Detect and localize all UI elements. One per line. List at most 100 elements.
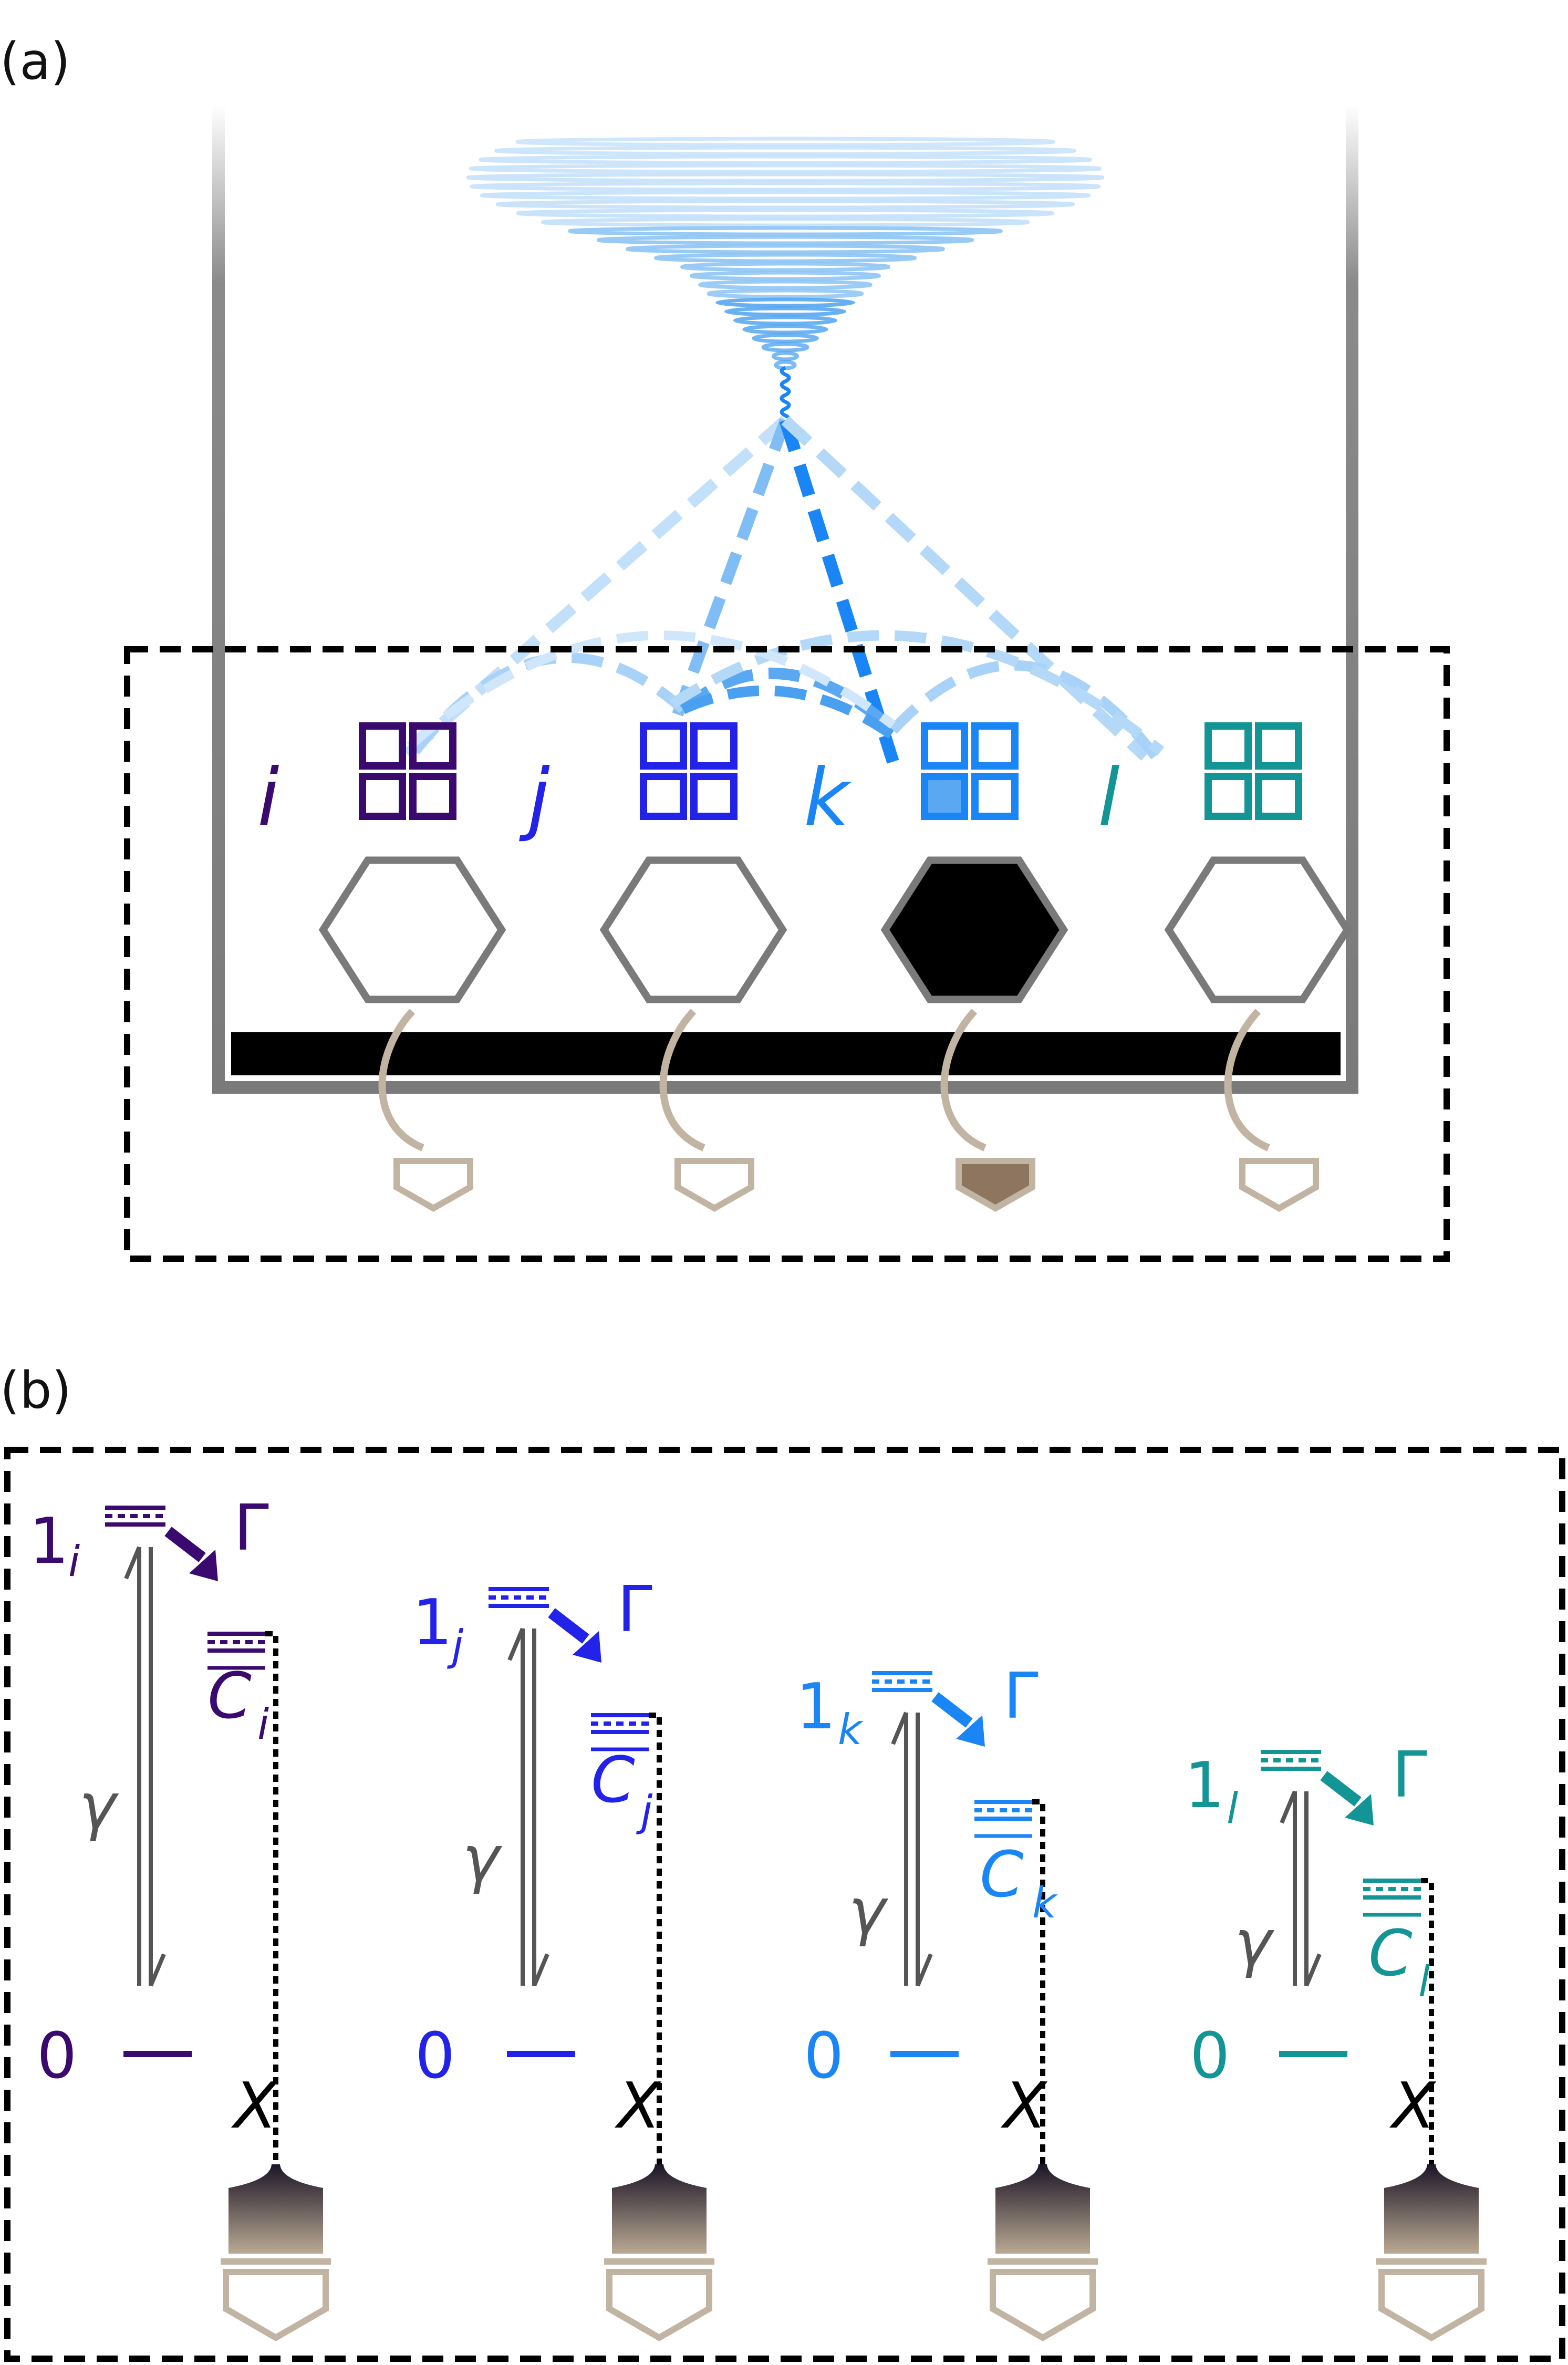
molecule-hexagon (880, 856, 1068, 1003)
emitter-cell (1255, 722, 1302, 770)
emitter-cell (640, 722, 687, 770)
emitter-cell (359, 722, 406, 770)
small-gamma-l: γ (1234, 1907, 1275, 1980)
gamma-up-head (507, 1627, 525, 1661)
emitter-cell (1255, 773, 1302, 820)
detector-cup (606, 2269, 712, 2341)
excited-sub-k: k (838, 1705, 864, 1754)
arc-j-l (669, 630, 1165, 755)
panel-b-label: (b) (0, 1361, 71, 1420)
emitter-cell (921, 773, 968, 820)
panel-a-label: (a) (0, 32, 70, 91)
fiber (940, 1009, 987, 1152)
site-l (1164, 722, 1352, 1212)
pulse-ripple (596, 235, 974, 245)
cavity-label-j: C (591, 1744, 635, 1817)
path-to-j (672, 418, 791, 717)
panel-b-dashed-box (4, 1447, 1565, 2362)
excited-label-j: 1 (412, 1586, 452, 1659)
detection-path (1032, 1799, 1045, 2164)
pulse-ripple (470, 181, 1101, 192)
ground-label-i: 0 (37, 2020, 77, 2093)
decay-arrowhead (956, 1715, 985, 1747)
emitter-cell (971, 722, 1019, 770)
detector-body (612, 2164, 707, 2254)
level-column-k: 1 k Γ C k γ 0 X (796, 1660, 1058, 2143)
fiber (659, 1009, 705, 1152)
emitter-cell (359, 773, 406, 820)
detection-path (265, 1631, 278, 2164)
emitter-cell (690, 722, 738, 770)
pulse-ripple (515, 137, 1055, 147)
pulse-ripple (752, 333, 819, 344)
ground-label-l: 0 (1190, 2020, 1230, 2093)
small-gamma-k: γ (848, 1875, 889, 1948)
cavity-sub-k: k (1032, 1879, 1058, 1927)
pulse-paths (400, 416, 1165, 764)
pulse-ripple (774, 360, 797, 370)
pulse-ripple (733, 315, 838, 326)
level-diagram-l (1261, 1750, 1487, 2341)
decay-arrow (931, 1692, 973, 1728)
gamma-label-l: Γ (1392, 1739, 1427, 1812)
small-gamma-j: γ (462, 1823, 503, 1896)
emitter-cell (409, 773, 456, 820)
gamma-down-head (916, 1953, 933, 1987)
pulse-ripple (495, 199, 1075, 210)
emitter-cell (409, 722, 456, 770)
light-pulse (466, 137, 1105, 424)
energy-levels (105, 1506, 1487, 2341)
cavity-label-i: C (207, 1660, 252, 1733)
decay-arrowhead (189, 1550, 218, 1581)
pulse-ripple (724, 306, 847, 317)
x-label-j: X (614, 2070, 662, 2143)
level-diagram-i (105, 1506, 331, 2341)
pulse-ripple (715, 297, 855, 308)
cavity-label-l: C (1368, 1917, 1413, 1990)
detector (956, 1158, 1035, 1212)
pulse-ripple (469, 163, 1102, 174)
cavity-left-wall (212, 105, 225, 1093)
emitter-cell (1204, 773, 1252, 820)
decay-arrowhead (1345, 1794, 1374, 1825)
arc-k-l (889, 660, 1160, 760)
x-label-l: X (1389, 2070, 1437, 2143)
level-column-l: 1 l Γ C l γ 0 X (1185, 1739, 1437, 2143)
detector-body (229, 2164, 323, 2254)
emitter-cell (690, 773, 738, 820)
cavity-sub-i: i (257, 1700, 269, 1749)
fiber (378, 1009, 424, 1152)
pulse-ripple (466, 172, 1105, 183)
emitter-cell (1204, 722, 1252, 770)
site-label-j: j (519, 752, 550, 844)
pulse-ripple (516, 208, 1055, 219)
pulse-ripple (479, 154, 1092, 165)
pulse-ripple (680, 262, 890, 272)
site-label-k: k (804, 752, 852, 844)
ground-label-k: 0 (804, 2020, 844, 2093)
decay-arrow (1320, 1771, 1362, 1807)
cavity-right-wall (1346, 105, 1358, 1093)
gamma-up-head (891, 1711, 908, 1745)
detection-path (649, 1713, 662, 2164)
pulse-ripple (568, 226, 1003, 236)
cavity-bottom-wall (212, 1081, 1358, 1094)
excited-sub-l: l (1227, 1784, 1238, 1833)
pulse-ripple (707, 288, 864, 299)
cavity-sub-j: j (636, 1787, 653, 1835)
path-to-i (400, 416, 790, 761)
arc-j-k-2 (680, 685, 896, 740)
x-label-i: X (231, 2070, 278, 2143)
pulse-ripple (761, 342, 809, 352)
gamma-down-head (532, 1953, 549, 1987)
panel-a-dashed-box (124, 646, 1450, 1262)
cavity-sub-l: l (1418, 1957, 1430, 2006)
pulse-ripple (626, 244, 945, 254)
path-to-k (779, 418, 899, 764)
detector-cup (1378, 2269, 1484, 2341)
pulse-ripple (653, 253, 917, 263)
detector-cup (223, 2269, 329, 2341)
site-j (599, 722, 787, 1212)
level-diagram-k (872, 1671, 1098, 2341)
detector (674, 1158, 754, 1212)
